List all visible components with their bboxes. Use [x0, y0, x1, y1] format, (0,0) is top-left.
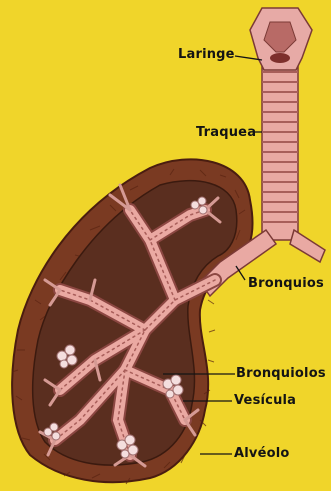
trachea-tube	[262, 62, 298, 240]
label-trachea: Traquea	[196, 125, 256, 140]
label-larynx: Laringe	[178, 47, 235, 62]
label-vesicle: Vesícula	[234, 393, 296, 408]
label-bronchioles: Bronquiolos	[236, 366, 326, 381]
right-bronchus	[290, 230, 325, 262]
label-alveolus: Alvéolo	[234, 446, 290, 461]
label-bronchi: Bronquios	[248, 276, 324, 291]
larynx-shape	[250, 8, 312, 70]
